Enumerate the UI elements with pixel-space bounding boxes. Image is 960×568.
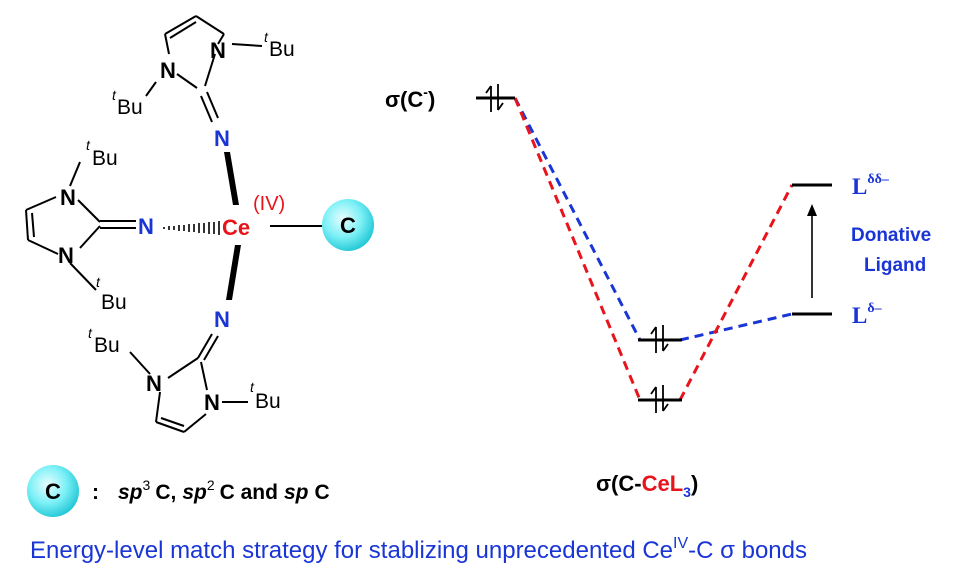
sigma-c-cel3-metal: CeL bbox=[642, 471, 684, 496]
bottom-tbu-right: Bu bbox=[255, 390, 281, 413]
blue-correlation-left bbox=[513, 97, 642, 341]
ligand-upper-label: Lδδ– bbox=[852, 172, 890, 199]
bottom-tbu-left-t: t bbox=[88, 325, 93, 341]
left-ring-n1: N bbox=[60, 185, 76, 210]
left-imidazoline-ring bbox=[25, 161, 136, 291]
legend-c1: C, bbox=[155, 481, 176, 504]
top-ring-n1: N bbox=[210, 38, 226, 63]
sigma-c-cel3-label: σ(C-CeL3) bbox=[596, 471, 698, 500]
carbon-ball-label: C bbox=[340, 213, 356, 238]
top-tbu-right: Bu bbox=[269, 38, 295, 61]
ligand-upper-sup: δδ– bbox=[867, 172, 890, 187]
bottom-imidazoline-ring bbox=[129, 333, 248, 433]
caption-main: Energy-level match strategy for stablizi… bbox=[30, 537, 673, 564]
legend-carbon-ball bbox=[27, 465, 79, 517]
bottom-tbu-right-t: t bbox=[250, 379, 255, 395]
left-imine-n: N bbox=[138, 214, 154, 239]
red-correlation-right bbox=[678, 184, 794, 401]
top-ring-n2: N bbox=[160, 58, 176, 83]
legend-sp3: sp bbox=[118, 481, 143, 504]
sigma-c-label: σ(C-) bbox=[385, 84, 435, 112]
ligand-lower-label: Lδ– bbox=[852, 301, 883, 328]
cerium-complex-structure: N N t Bu t Bu N N N t Bu t Bu N bbox=[25, 15, 374, 433]
upper-bonding-electron-pair-icon bbox=[650, 325, 669, 353]
sigma-c-cel3-prefix: σ(C- bbox=[596, 471, 642, 496]
legend-c3: C bbox=[314, 481, 329, 504]
sigma-c-label-sup: - bbox=[423, 84, 428, 100]
caption-tail: -C σ bonds bbox=[688, 537, 807, 564]
left-tbu-top-t: t bbox=[86, 137, 91, 153]
legend-sp2-sup: 2 bbox=[207, 477, 215, 493]
sigma-c-cel3-close: ) bbox=[691, 471, 698, 496]
sigma-c-electron-pair-icon bbox=[485, 84, 504, 112]
lower-bonding-electron-pair-icon bbox=[650, 385, 669, 413]
caption-sup: IV bbox=[673, 535, 688, 552]
legend-colon: : bbox=[92, 481, 99, 504]
left-ring-n2: N bbox=[58, 243, 74, 268]
carbon-ball bbox=[322, 199, 374, 251]
bottom-tbu-left: Bu bbox=[94, 334, 120, 357]
top-tbu-left-t: t bbox=[112, 87, 117, 103]
sigma-c-label-close: ) bbox=[428, 87, 435, 112]
legend-sp2: sp bbox=[182, 481, 207, 504]
donative-label-line2: Ligand bbox=[864, 255, 926, 276]
top-imidazoline-ring bbox=[145, 15, 263, 123]
ligand-upper-l: L bbox=[852, 174, 867, 199]
left-tbu-top: Bu bbox=[92, 147, 118, 170]
left-tbu-bottom-t: t bbox=[96, 274, 101, 290]
cerium-oxidation-state: (IV) bbox=[253, 193, 285, 215]
ligand-lower-l: L bbox=[852, 303, 867, 328]
bottom-ring-n1: N bbox=[146, 371, 162, 396]
mo-energy-diagram: σ(C-) σ(C-CeL3) Lδδ– Lδ– Donative Ligand bbox=[385, 84, 931, 500]
top-imine-n: N bbox=[214, 126, 230, 151]
legend-carbon-label: C bbox=[45, 479, 61, 504]
donative-arrow-head-icon bbox=[807, 204, 817, 216]
legend-c2: C and bbox=[220, 481, 278, 504]
donative-label-line1: Donative bbox=[851, 225, 931, 246]
top-n-ce-wedge-bond bbox=[224, 152, 239, 205]
figure-caption: Energy-level match strategy for stablizi… bbox=[30, 535, 807, 564]
legend-sp3-sup: 3 bbox=[143, 477, 151, 493]
left-n-ce-hashed-bond bbox=[163, 221, 220, 235]
red-correlation-left bbox=[513, 97, 642, 401]
bottom-n-ce-wedge-bond bbox=[226, 245, 241, 300]
sigma-c-cel3-sub: 3 bbox=[683, 484, 691, 500]
cerium-atom: Ce bbox=[222, 215, 250, 240]
top-tbu-right-t: t bbox=[264, 29, 269, 45]
bottom-imine-n: N bbox=[214, 307, 230, 332]
bottom-ring-n2: N bbox=[204, 390, 220, 415]
sigma-c-label-main: σ(C bbox=[385, 87, 423, 112]
blue-correlation-right bbox=[679, 312, 793, 342]
left-tbu-bottom: Bu bbox=[101, 291, 127, 314]
top-tbu-left: Bu bbox=[117, 96, 143, 119]
ligand-lower-sup: δ– bbox=[867, 301, 882, 316]
legend-sp: sp bbox=[284, 481, 309, 504]
